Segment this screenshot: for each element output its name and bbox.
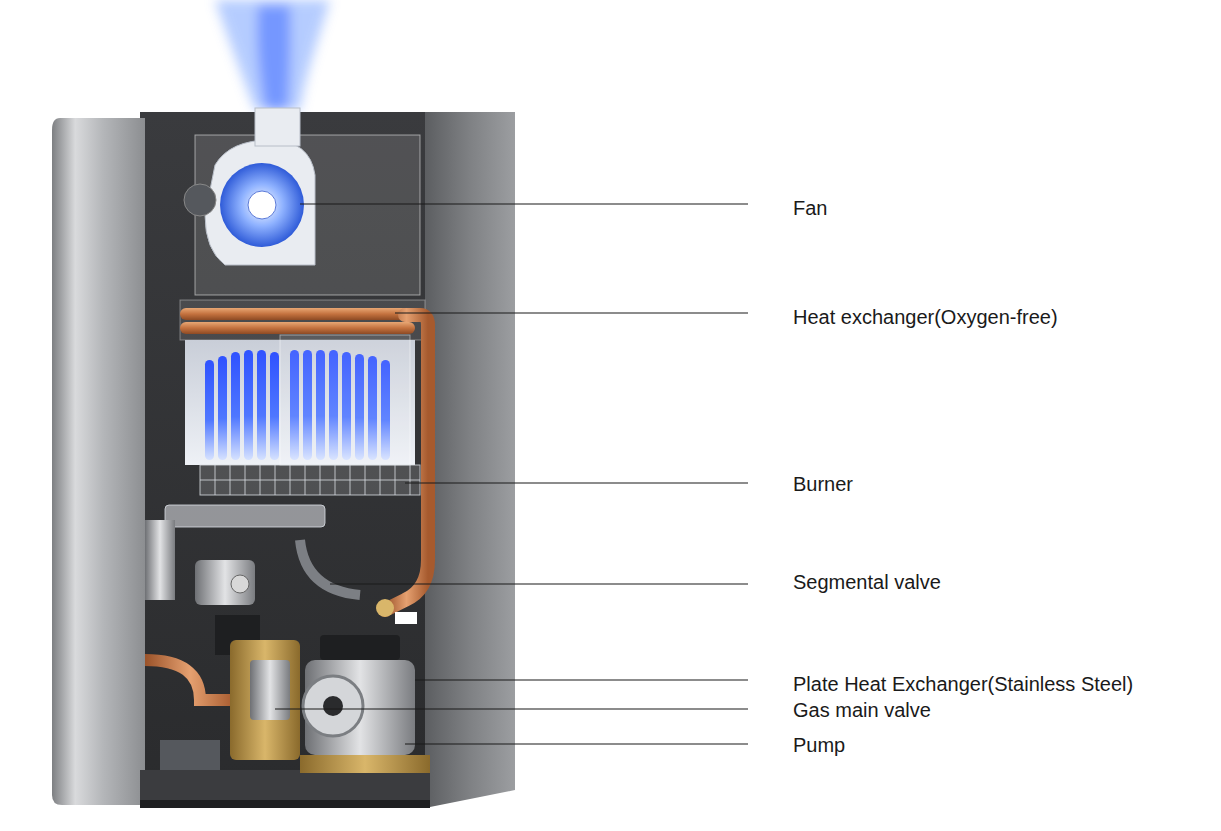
copper-pipe — [145, 660, 235, 700]
fitting — [395, 612, 417, 624]
part-label: Plate Heat Exchanger(Stainless Steel) — [793, 672, 1133, 696]
part-label: Heat exchanger(Oxygen-free) — [793, 305, 1058, 329]
bracket — [160, 740, 220, 770]
exchanger-case — [180, 300, 425, 340]
leader-line — [395, 312, 748, 313]
flame — [231, 352, 240, 460]
leader-line — [275, 708, 748, 709]
leader-line — [415, 679, 748, 680]
exhaust-plume — [257, 5, 291, 110]
part-label: Segmental valve — [793, 570, 941, 594]
part-label: Fan — [793, 196, 827, 220]
segmental-valve — [195, 560, 255, 605]
base-plate — [140, 770, 430, 808]
gas-main-valve — [250, 660, 290, 720]
fan-hood — [195, 135, 420, 295]
pump-center — [323, 696, 343, 716]
fitting — [376, 599, 394, 617]
flame — [205, 360, 214, 460]
fan-housing — [205, 140, 315, 265]
leader-line — [405, 482, 748, 483]
leader-line — [405, 743, 748, 744]
leader-line — [330, 583, 748, 584]
glass-cover — [280, 335, 410, 465]
gas-main-valve — [230, 640, 300, 760]
flame — [218, 356, 227, 460]
copper-tube — [180, 322, 415, 334]
part-label: Burner — [793, 472, 853, 496]
exhaust-plume — [215, 0, 330, 110]
leader-lines — [275, 204, 748, 744]
burner-grid — [200, 465, 420, 495]
copper-tube — [180, 308, 415, 320]
burner-flames — [185, 335, 415, 465]
valve-knob — [231, 575, 249, 593]
pipe — [300, 540, 360, 595]
pump-face — [303, 676, 363, 736]
exhaust-plume — [215, 0, 330, 110]
pipe — [145, 520, 175, 600]
burner-grid — [200, 465, 420, 495]
flame — [270, 352, 279, 460]
flame — [244, 350, 253, 460]
gas-manifold — [165, 505, 325, 527]
burner — [165, 465, 420, 527]
housing — [52, 112, 515, 808]
fitting — [300, 755, 430, 773]
pump-head — [320, 635, 400, 660]
leader-line — [300, 203, 748, 204]
part-label: Gas main valve — [793, 698, 931, 722]
fan-outlet — [255, 108, 300, 146]
fan-wheel — [220, 163, 304, 247]
part-label: Pump — [793, 733, 845, 757]
lower-components — [145, 520, 430, 773]
fan — [184, 108, 420, 295]
fan-hub — [248, 191, 276, 219]
side-panel — [425, 112, 515, 808]
heat-exchanger — [180, 300, 428, 610]
fan-motor — [184, 184, 216, 216]
flame — [257, 350, 266, 460]
base-plate — [140, 800, 430, 808]
front-panel — [52, 118, 145, 805]
housing-back — [140, 112, 430, 802]
